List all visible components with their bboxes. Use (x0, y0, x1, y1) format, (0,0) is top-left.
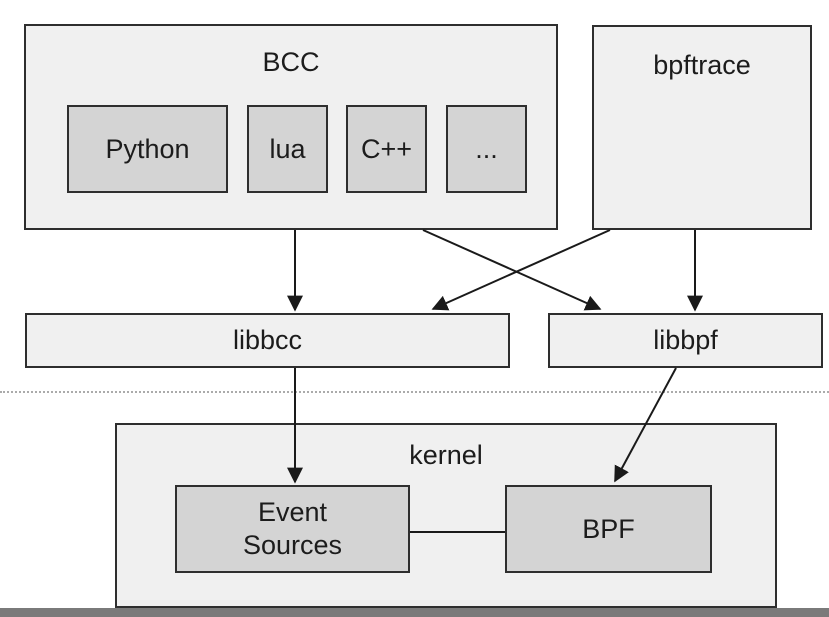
node-bpftrace-label: bpftrace (653, 50, 751, 80)
node-bcc-label: BCC (262, 47, 320, 77)
node-bpftrace: bpftrace (592, 25, 812, 230)
node-libbcc-label: libbcc (232, 325, 303, 355)
node-ellipsis-label: ... (475, 133, 498, 164)
node-python-label: Python (105, 133, 190, 164)
node-bpf: BPF (505, 485, 712, 573)
edge-bpftrace-libbcc (431, 229, 611, 311)
bottom-edge-bar (0, 608, 829, 617)
node-kernel-label: kernel (409, 440, 483, 470)
node-event-sources: Event Sources (175, 485, 410, 573)
node-cpp: C++ (346, 105, 427, 193)
node-libbpf-label: libbpf (653, 325, 718, 355)
node-lua-label: lua (269, 133, 306, 164)
node-libbcc: libbcc (25, 313, 510, 368)
node-ellipsis: ... (446, 105, 527, 193)
node-libbpf: libbpf (548, 313, 823, 368)
node-bpf-label: BPF (582, 513, 635, 544)
edge-bcc-libbpf (422, 229, 602, 311)
node-cpp-label: C++ (360, 133, 413, 164)
node-python: Python (67, 105, 228, 193)
node-lua: lua (247, 105, 328, 193)
node-event-sources-label: Event Sources (242, 497, 343, 560)
user-kernel-boundary-line (0, 391, 829, 393)
